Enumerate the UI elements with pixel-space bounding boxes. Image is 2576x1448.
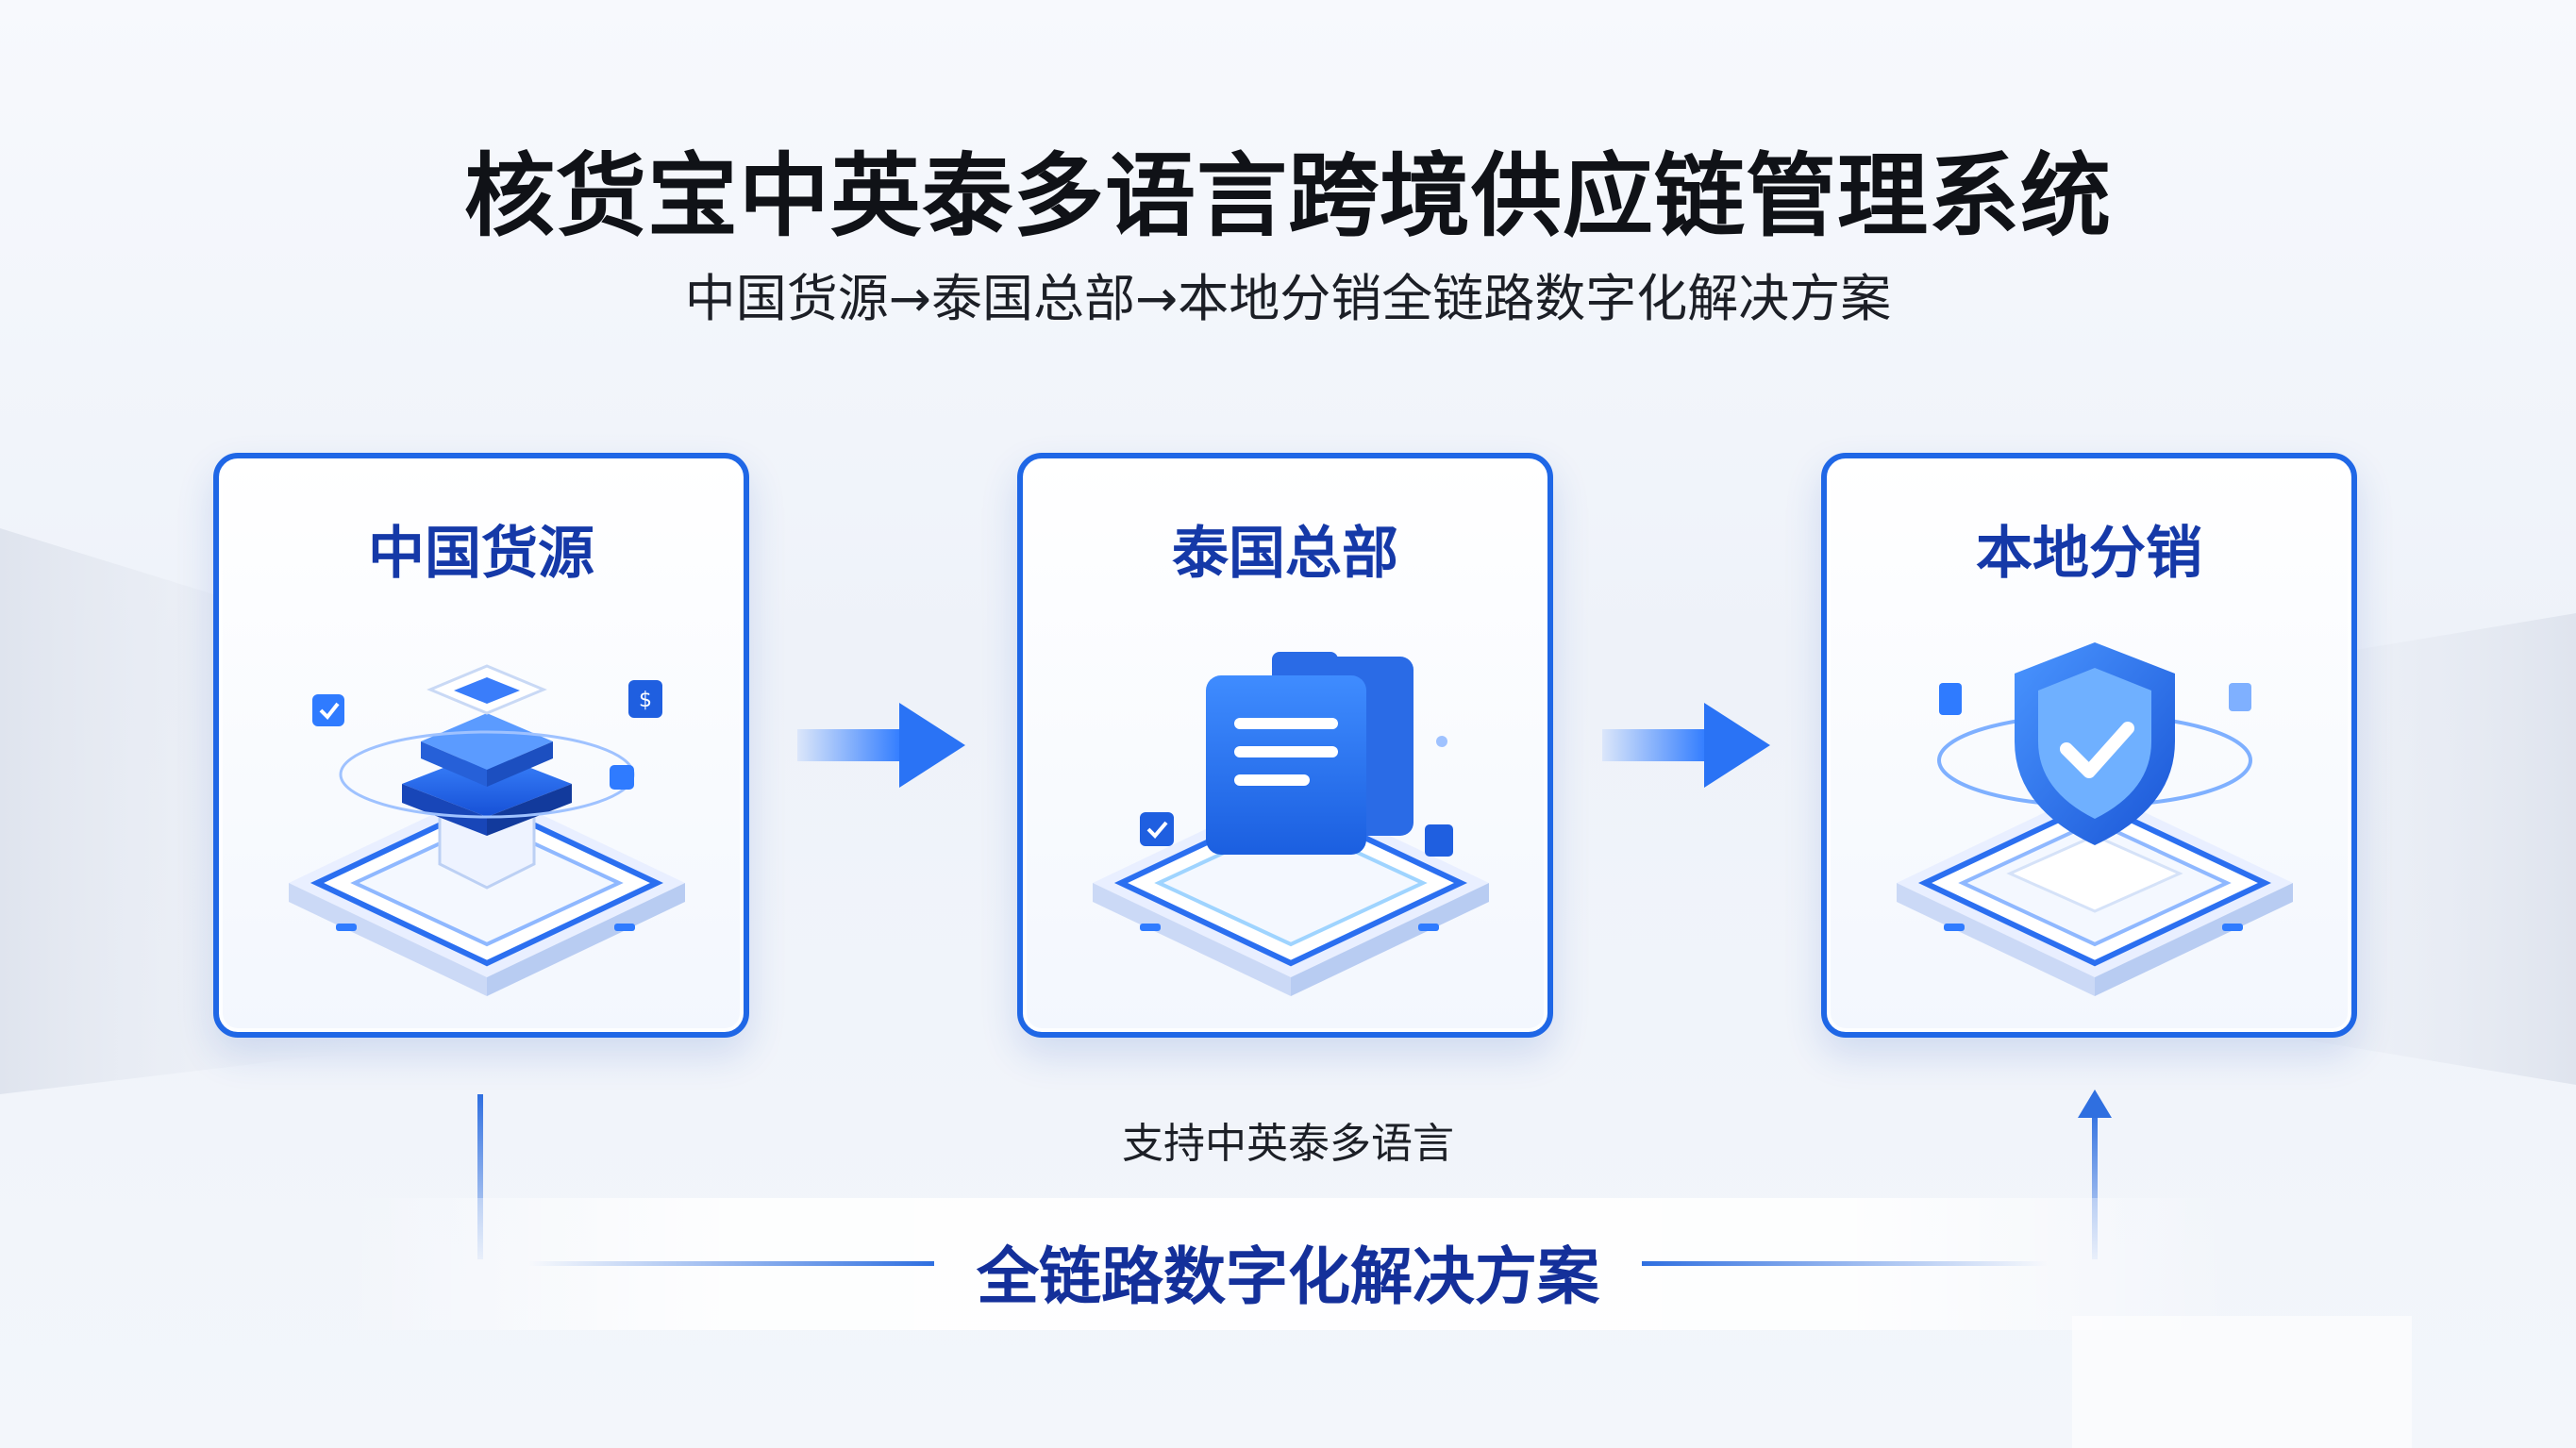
document-folder-icon xyxy=(1093,652,1489,996)
flow-arrow-2 xyxy=(1602,703,1770,788)
node-label: 泰国总部 xyxy=(1172,521,1398,587)
page-title: 核货宝中英泰多语言跨境供应链管理系统 xyxy=(464,143,2112,249)
bottom-solution-label: 全链路数字化解决方案 xyxy=(977,1240,1599,1313)
node-label: 中国货源 xyxy=(368,521,594,587)
svg-text:$: $ xyxy=(639,689,652,712)
multilanguage-support-text: 支持中英泰多语言 xyxy=(1122,1120,1454,1168)
shield-check-icon xyxy=(1897,642,2293,996)
page-subtitle: 中国货源→泰国总部→本地分销全链路数字化解决方案 xyxy=(684,269,1892,328)
node-card-local-distribution: 本地分销 xyxy=(1821,453,2357,1038)
node-card-thailand-hq: 泰国总部 xyxy=(1017,453,1553,1038)
node-card-china-source: 中国货源 $ xyxy=(213,453,749,1038)
node-label: 本地分销 xyxy=(1976,521,2202,587)
flow-arrow-1 xyxy=(797,703,965,788)
server-stack-icon: $ xyxy=(289,664,685,996)
